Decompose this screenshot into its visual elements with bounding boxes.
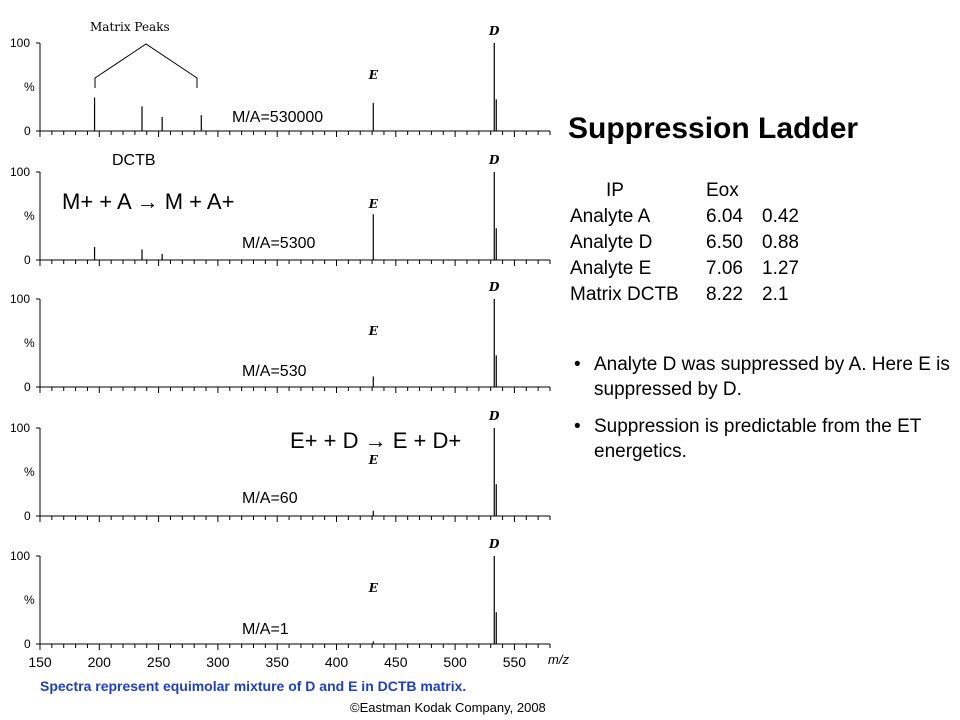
- x-tick-label: 250: [147, 654, 171, 670]
- y-tick-label: 100: [10, 292, 30, 306]
- bullet-list: • Analyte D was suppressed by A. Here E …: [574, 352, 954, 476]
- x-tick-label: 350: [266, 654, 290, 670]
- x-tick-label: 300: [206, 654, 230, 670]
- y-tick-label: 0: [24, 637, 31, 651]
- row-ip: 6.50: [706, 232, 743, 253]
- peak-label: E: [368, 453, 379, 467]
- bullet-text: Suppression is predictable from the ET e…: [594, 416, 922, 462]
- x-tick-label: 450: [384, 654, 408, 670]
- y-axis-label: %: [24, 465, 35, 479]
- peak-label: D: [488, 280, 500, 294]
- header-eox: Eox: [706, 180, 739, 201]
- bullet-dot-icon: •: [574, 354, 581, 375]
- row-eox: 0.88: [762, 232, 799, 253]
- y-axis-label: %: [24, 80, 35, 94]
- slide-title: Suppression Ladder: [568, 112, 859, 145]
- y-tick-label: 100: [10, 165, 30, 179]
- ratio-label: M/A=5300: [242, 235, 315, 252]
- x-tick-label: 400: [325, 654, 349, 670]
- peak-label: D: [488, 24, 500, 38]
- y-tick-label: 0: [24, 509, 31, 523]
- x-tick-label: 200: [88, 654, 112, 670]
- reaction-equation-1: M+ + A → M + A+: [62, 189, 234, 214]
- row-ip: 6.04: [706, 206, 743, 227]
- ratio-label: M/A=60: [242, 490, 298, 507]
- table-row: Matrix DCTB 8.22 2.1: [570, 282, 799, 308]
- matrix-peaks-label: Matrix Peaks: [90, 20, 170, 34]
- row-name: Matrix DCTB: [570, 284, 679, 305]
- y-tick-label: 100: [10, 421, 30, 435]
- row-eox: 0.42: [762, 206, 799, 227]
- peak-label: D: [488, 537, 500, 551]
- peak-label: E: [368, 324, 379, 338]
- peak-label: D: [488, 153, 500, 167]
- bullet-text: Analyte D was suppressed by A. Here E is…: [594, 354, 950, 400]
- table-row: Analyte A 6.04 0.42: [570, 204, 799, 230]
- row-ip: 8.22: [706, 284, 743, 305]
- row-name: Analyte A: [570, 206, 651, 227]
- x-tick-label: 500: [443, 654, 467, 670]
- ratio-label: M/A=1: [242, 621, 289, 638]
- row-name: Analyte E: [570, 258, 652, 279]
- ratio-label: M/A=530000: [232, 109, 323, 126]
- header-ip: IP: [606, 180, 624, 201]
- x-axis-title: m/z: [548, 652, 569, 667]
- row-eox: 2.1: [762, 284, 789, 305]
- row-name: Analyte D: [570, 232, 653, 253]
- y-tick-label: 0: [24, 253, 31, 267]
- y-tick-label: 100: [10, 549, 30, 563]
- ratio-label: M/A=530: [242, 363, 307, 380]
- peak-label: E: [368, 197, 379, 211]
- x-tick-label: 550: [503, 654, 527, 670]
- y-axis-label: %: [24, 593, 35, 607]
- bullet-item: • Suppression is predictable from the ET…: [574, 414, 954, 464]
- matrix-peaks-bracket: [94, 43, 198, 88]
- row-ip: 7.06: [706, 258, 743, 279]
- table-row: Analyte D 6.50 0.88: [570, 230, 799, 256]
- reaction-equation-2: E+ + D → E + D+: [290, 428, 461, 453]
- table-header-row: IP Eox: [570, 178, 799, 204]
- peak-label: E: [368, 68, 379, 82]
- y-tick-label: 0: [24, 380, 31, 394]
- bullet-dot-icon: •: [574, 416, 581, 437]
- dctb-label: DCTB: [112, 152, 156, 169]
- x-tick-label: 150: [28, 654, 52, 670]
- row-eox: 1.27: [762, 258, 799, 279]
- figure-caption: Spectra represent equimolar mixture of D…: [40, 678, 467, 694]
- peak-label: D: [488, 409, 500, 423]
- energetics-table: IP Eox Analyte A 6.04 0.42 Analyte D 6.5…: [570, 178, 799, 308]
- table-row: Analyte E 7.06 1.27: [570, 256, 799, 282]
- y-axis-label: %: [24, 336, 35, 350]
- copyright-notice: ©Eastman Kodak Company, 2008: [350, 700, 546, 715]
- y-axis-label: %: [24, 209, 35, 223]
- peak-label: E: [368, 581, 379, 595]
- bullet-item: • Analyte D was suppressed by A. Here E …: [574, 352, 954, 402]
- y-tick-label: 100: [10, 36, 30, 50]
- y-tick-label: 0: [24, 124, 31, 138]
